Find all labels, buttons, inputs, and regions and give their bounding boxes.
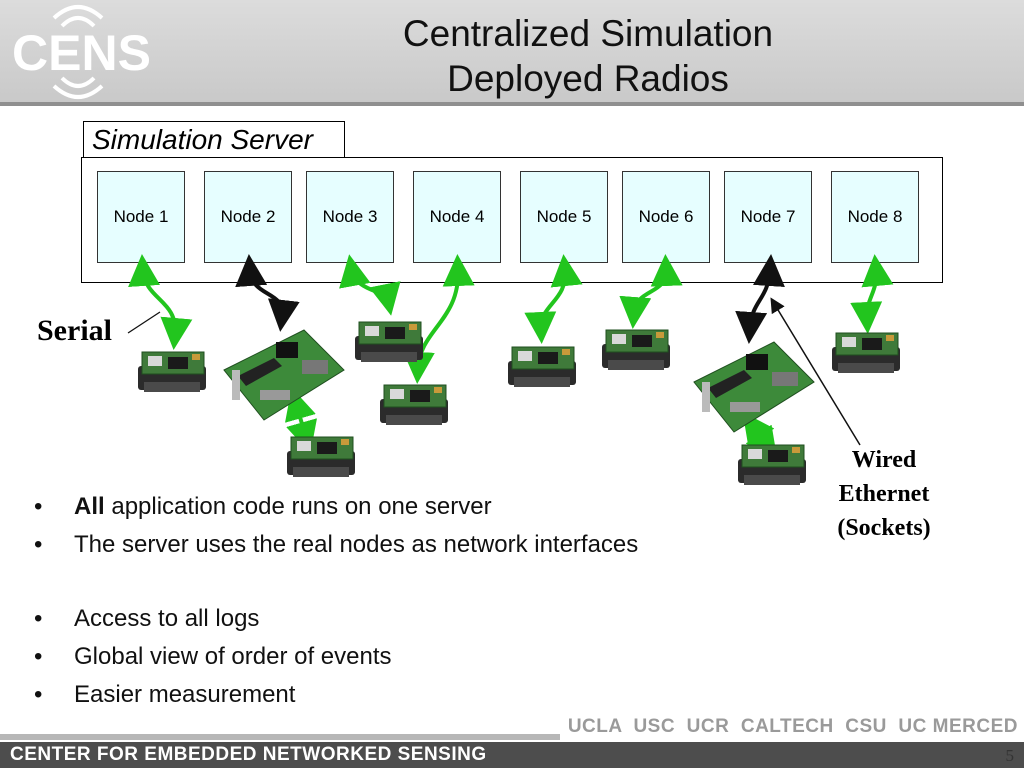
node-2-box: Node 2: [204, 171, 292, 263]
bullet-list: All application code runs on one server …: [34, 488, 638, 714]
mote-node-6: [601, 329, 671, 371]
footer-bar: [0, 742, 1024, 768]
node-5-box: Node 5: [520, 171, 608, 263]
cens-logo: CENS: [12, 5, 151, 99]
footer-center-name: CENTER FOR EMBEDDED NETWORKED SENSING: [10, 744, 487, 765]
serial-label: Serial: [37, 314, 112, 347]
bullet-item: Easier measurement: [34, 676, 638, 714]
page-number: 5: [1005, 746, 1015, 765]
mote-node-8: [831, 332, 901, 374]
footer-divider: [0, 734, 560, 740]
node-4-box: Node 4: [413, 171, 501, 263]
mote-node-3: [354, 321, 424, 363]
header-banner: [0, 0, 1024, 106]
mote-node-4: [379, 384, 449, 426]
node-3-box: Node 3: [306, 171, 394, 263]
node-6-box: Node 6: [622, 171, 710, 263]
slide-title-line2: Deployed Radios: [447, 58, 729, 99]
slide-title-line1: Centralized Simulation: [402, 13, 774, 54]
bullet-item: All application code runs on one server: [34, 488, 638, 526]
bullet-item: Global view of order of events: [34, 638, 638, 676]
simulation-server-label: Simulation Server: [83, 121, 345, 158]
stargate-board-7: [693, 341, 815, 433]
wired-ethernet-label: Wired Ethernet (Sockets): [837, 447, 931, 541]
node-1-box: Node 1: [97, 171, 185, 263]
bullet-item: The server uses the real nodes as networ…: [34, 526, 638, 564]
stargate-board-2: [223, 329, 345, 421]
mote-board-7: [737, 444, 807, 486]
mote-node-5: [507, 346, 577, 388]
partner-universities: UCLA USC UCR CALTECH CSU UC MERCED: [567, 716, 1018, 737]
bullet-item: Access to all logs: [34, 600, 638, 638]
mote-node-1: [137, 351, 207, 393]
node-7-box: Node 7: [724, 171, 812, 263]
mote-board-2: [286, 436, 356, 478]
svg-text:CENS: CENS: [12, 25, 151, 81]
node-8-box: Node 8: [831, 171, 919, 263]
